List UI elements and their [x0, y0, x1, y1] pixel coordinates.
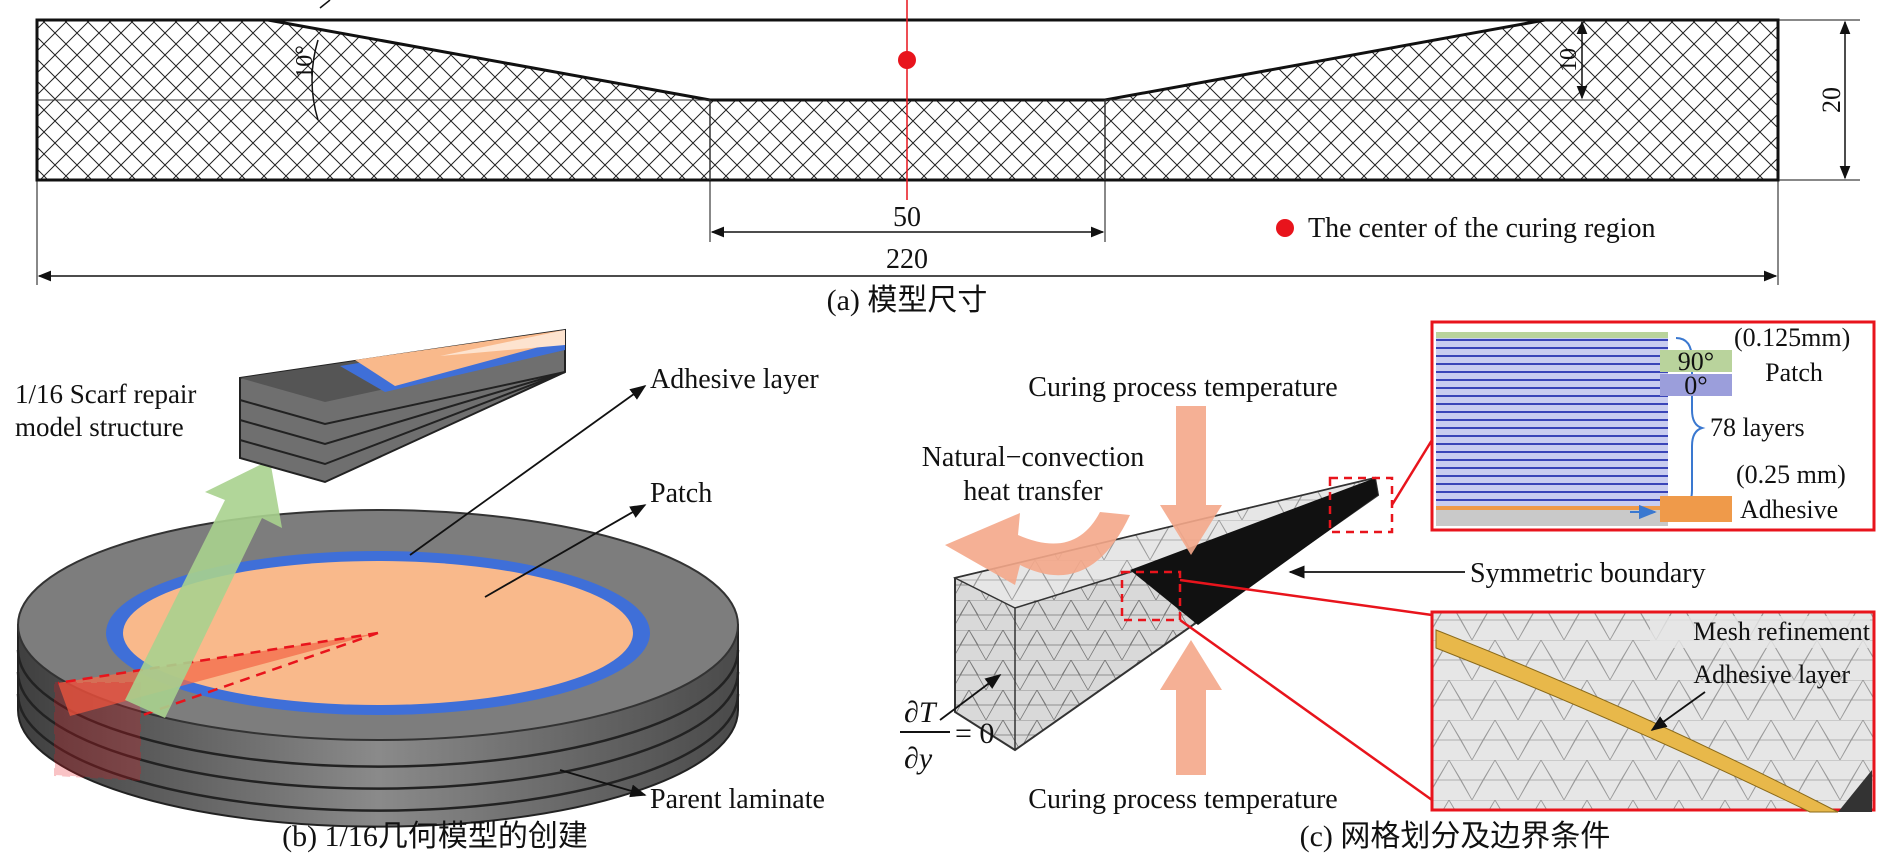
parent-laminate-disk [16, 509, 740, 828]
caption-a: (a) 模型尺寸 [827, 284, 988, 317]
caption-c: (c) 网格划分及边界条件 [1300, 820, 1611, 853]
caption-b: (b) 1/16几何模型的创建 [282, 820, 588, 853]
convection-line2: heat transfer [963, 476, 1103, 507]
curing-center-dot [898, 51, 916, 69]
depth-label: 10 [1556, 48, 1582, 72]
symmetric-face [1130, 478, 1378, 625]
inset-title-line2: model structure [15, 412, 184, 442]
symmetric-label: Symmetric boundary [1470, 558, 1706, 589]
panel-b-geometry: 1/16 Scarf repair model structure Adhesi… [15, 328, 825, 853]
legend-text: The center of the curing region [1308, 213, 1656, 244]
ply-patch-label: Patch [1765, 358, 1823, 387]
bottom-temp-arrow [1160, 640, 1222, 775]
adhesive-thickness-label: (0.25 mm) [1736, 460, 1846, 489]
top-temp-arrow [1160, 406, 1222, 555]
adhesive-layer-label: Adhesive layer [650, 364, 819, 395]
bc-rhs: = 0 [955, 717, 994, 750]
convection-arrow [945, 512, 1130, 585]
parent-laminate-label: Parent laminate [650, 784, 825, 815]
panel-c-mesh: Curing process temperature Curing proces… [900, 320, 1876, 853]
ply90-label: 90° [1678, 347, 1714, 376]
patch-label: Patch [650, 478, 712, 509]
top-temp-label: Curing process temperature [1028, 372, 1337, 403]
mesh-adhesive-label: Adhesive layer [1693, 660, 1850, 689]
ply-zoom-panel: 90° 0° (0.125mm) Patch 78 layers (0.25 m… [1430, 320, 1876, 532]
total-length-label: 220 [886, 244, 928, 275]
legend-dot [1276, 219, 1294, 237]
mesh-refinement-label: Mesh refinement [1693, 617, 1871, 646]
ply-thickness-label: (0.125mm) [1734, 323, 1850, 352]
angle-label: 10° [292, 45, 318, 79]
zoom-box-mesh [1120, 570, 1182, 622]
bc-numerator: ∂T [904, 696, 938, 729]
bc-denominator: ∂y [904, 742, 933, 775]
mesh-zoom-panel: Mesh refinement Adhesive layer [1430, 610, 1876, 813]
thickness-label: 20 [1817, 87, 1846, 113]
inset-title-line1: 1/16 Scarf repair [15, 379, 196, 409]
bottom-temp-label: Curing process temperature [1028, 784, 1337, 815]
panel-a-dimension-drawing: 10° 10 20 50 220 The center of the curin… [35, 0, 1860, 317]
patch-width-label: 50 [893, 202, 921, 233]
extract-arrow [125, 460, 282, 718]
ply0-label: 0° [1684, 371, 1707, 400]
layers-label: 78 layers [1710, 413, 1805, 442]
inset-scarf-wedge [239, 328, 566, 484]
convection-line1: Natural−convection [922, 442, 1145, 473]
ply-adhesive-label: Adhesive [1740, 495, 1838, 524]
